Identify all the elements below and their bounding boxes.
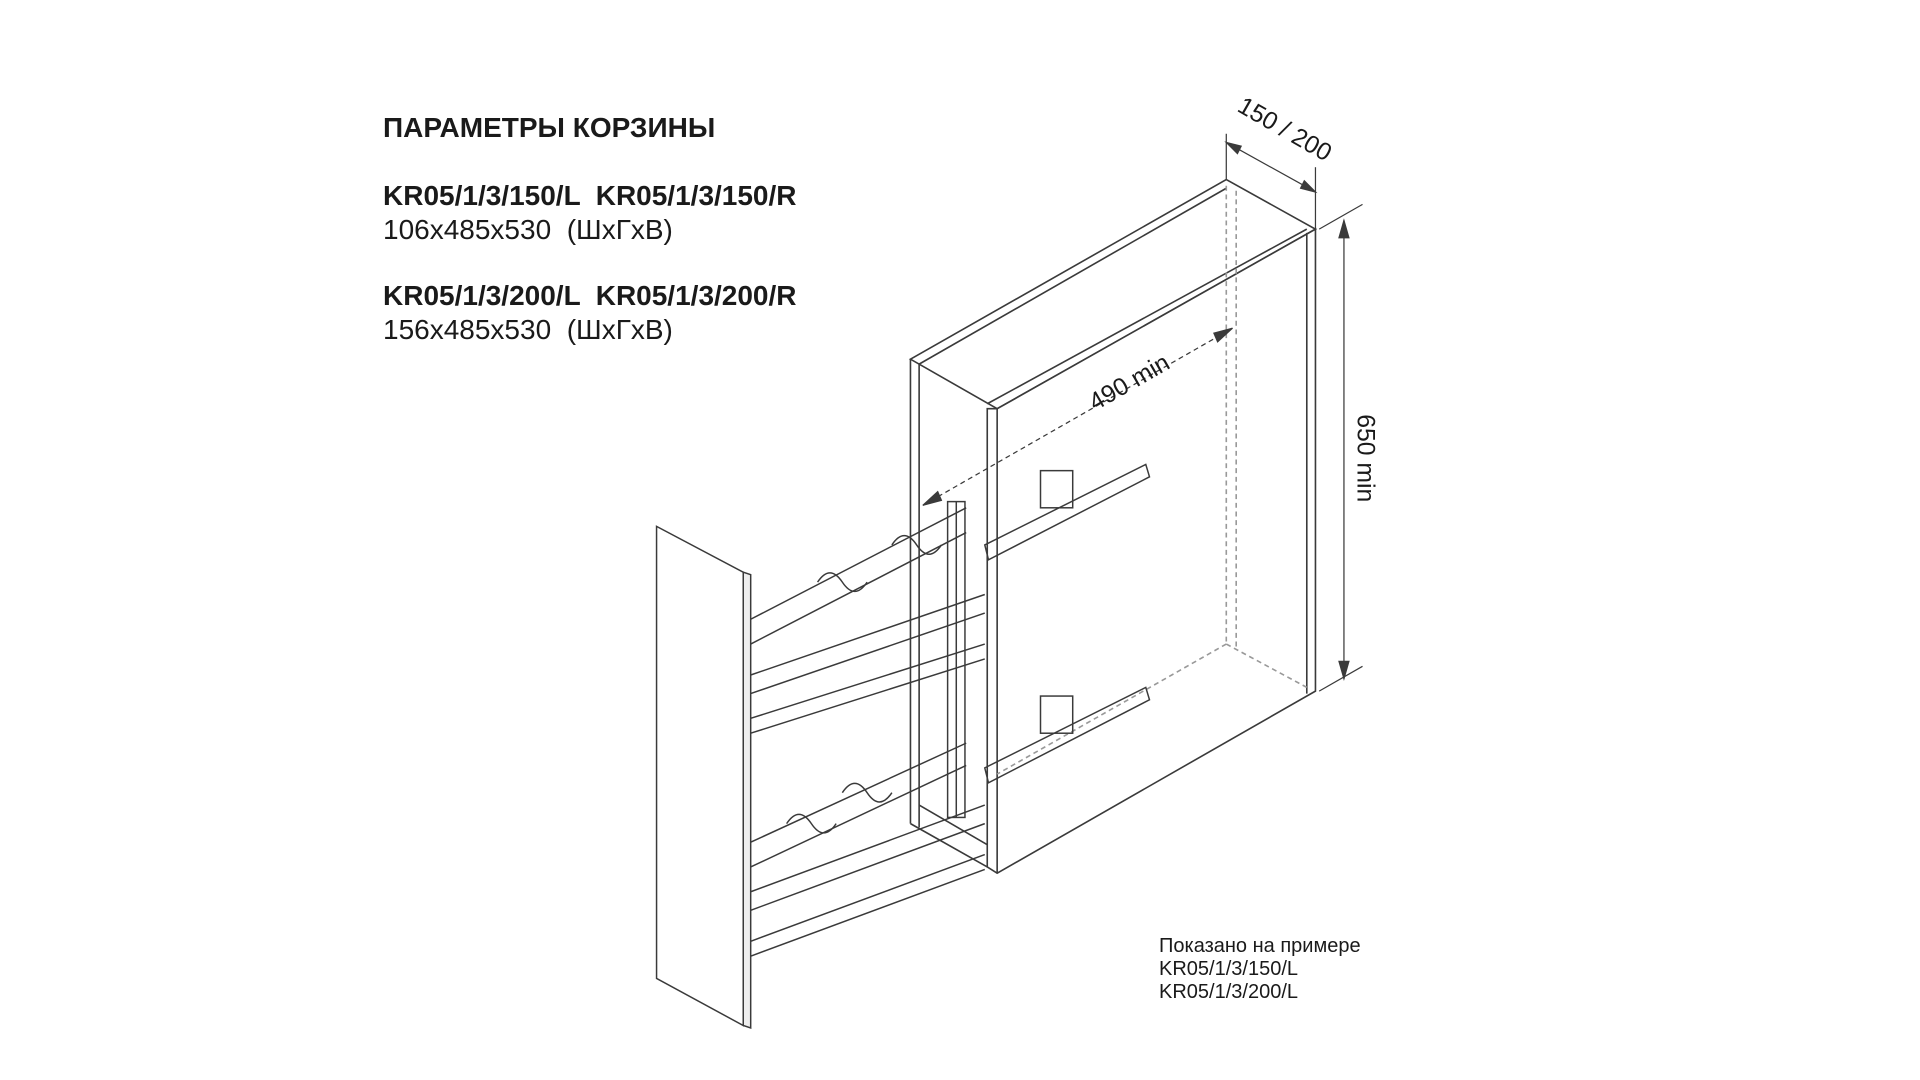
note-line-1: Показано на примере xyxy=(1159,935,1361,957)
height-dimension xyxy=(1318,203,1363,692)
variant-150-models: KR05/1/3/150/L KR05/1/3/150/R xyxy=(383,180,797,211)
variant-200-models: KR05/1/3/200/L KR05/1/3/200/R xyxy=(383,280,797,311)
height-label: 650 min xyxy=(1352,414,1379,502)
cabinet xyxy=(908,178,1318,875)
depth-dimension xyxy=(922,327,1233,506)
width-dimension xyxy=(1224,133,1318,230)
page-title: ПАРАМЕТРЫ КОРЗИНЫ xyxy=(383,112,716,143)
variant-150-dimensions: 106x485x530 (ШхГхВ) xyxy=(383,214,673,245)
basket xyxy=(655,463,1151,1030)
note-line-3: KR05/1/3/200/L xyxy=(1159,981,1298,1003)
variant-200-dimensions: 156x485x530 (ШхГхВ) xyxy=(383,314,673,345)
note-line-2: KR05/1/3/150/L xyxy=(1159,958,1298,980)
width-label: 150 / 200 xyxy=(1233,92,1336,167)
